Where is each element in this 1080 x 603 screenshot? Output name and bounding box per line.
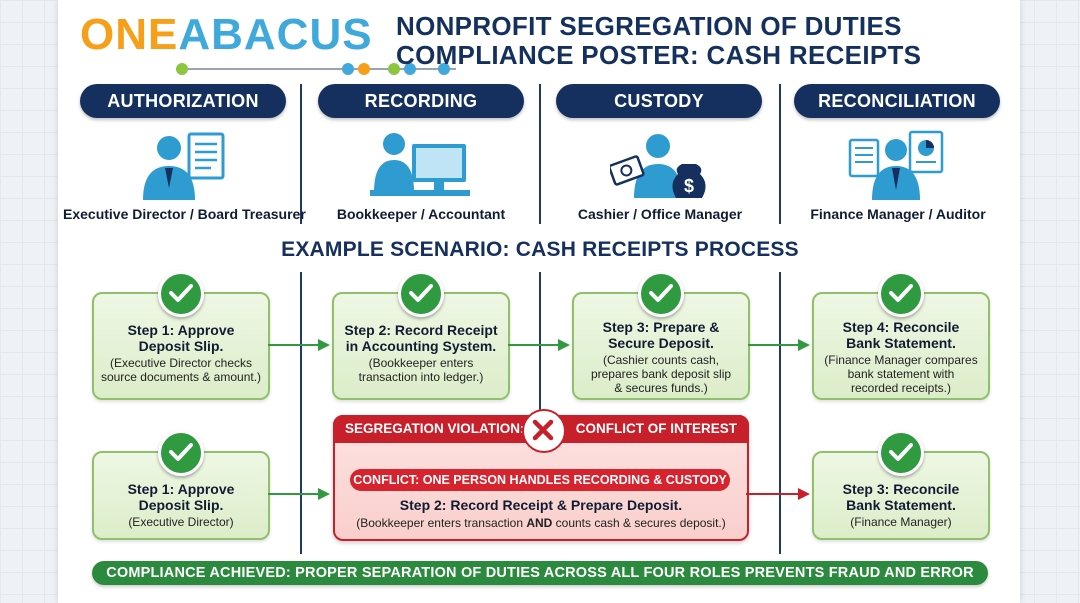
role-person-reconciliation: Finance Manager / Auditor bbox=[810, 206, 986, 222]
violation-step-description: (Bookkeeper enters transaction AND count… bbox=[335, 516, 747, 530]
person-money-icon: $ bbox=[610, 134, 706, 198]
column-divider bbox=[779, 84, 781, 224]
step-title: Step 4: Reconcile Bank Statement. bbox=[842, 319, 960, 351]
step-title: Step 3: Prepare & Secure Deposit. bbox=[602, 319, 720, 351]
step-card-reconcile: Step 4: Reconcile Bank Statement. (Finan… bbox=[812, 292, 990, 400]
role-person-authorization: Executive Director / Board Treasurer bbox=[63, 206, 306, 222]
svg-text:$: $ bbox=[684, 176, 694, 196]
logo-wordmark: ONEABACUS bbox=[80, 10, 373, 60]
role-person-custody: Cashier / Office Manager bbox=[577, 206, 743, 222]
step-title: Step 2: Record Receipt in Accounting Sys… bbox=[344, 322, 498, 354]
violation-box: SEGREGATION VIOLATION: CONFLICT OF INTER… bbox=[333, 409, 749, 541]
person-report-icon bbox=[848, 130, 944, 200]
flow-arrow-right bbox=[508, 339, 570, 351]
check-icon bbox=[878, 271, 924, 317]
desc-emphasis: AND bbox=[526, 516, 553, 530]
flow-arrow-right bbox=[268, 488, 330, 500]
step-description: (Cashier counts cash, prepares bank depo… bbox=[590, 353, 732, 395]
person-computer-icon bbox=[370, 133, 470, 196]
step-title: Step 3: Reconcile Bank Statement. bbox=[842, 481, 960, 513]
flow-arrow-right-red bbox=[746, 488, 810, 500]
step-description: (Bookkeeper enters transaction into ledg… bbox=[358, 356, 484, 384]
column-divider bbox=[539, 84, 541, 224]
check-icon bbox=[158, 430, 204, 476]
check-icon bbox=[158, 271, 204, 317]
poster-title: NONPROFIT SEGREGATION OF DUTIES COMPLIAN… bbox=[396, 12, 1016, 70]
close-x-icon bbox=[522, 409, 566, 453]
flow-arrow-right bbox=[268, 339, 330, 351]
column-divider bbox=[539, 272, 541, 412]
scenario-title: EXAMPLE SCENARIO: CASH RECEIPTS PROCESS bbox=[281, 238, 799, 261]
role-person-recording: Bookkeeper / Accountant bbox=[336, 206, 506, 222]
check-icon bbox=[878, 430, 924, 476]
conflict-pill: CONFLICT: ONE PERSON HANDLES RECORDING &… bbox=[350, 469, 730, 491]
person-document-icon bbox=[143, 132, 225, 200]
desc-part: (Bookkeeper enters transaction bbox=[356, 516, 527, 530]
abacus-beads-icon bbox=[176, 63, 456, 75]
column-divider bbox=[779, 272, 781, 554]
step-title: Step 1: Approve Deposit Slip. bbox=[127, 322, 235, 354]
title-line-2: COMPLIANCE POSTER: CASH RECEIPTS bbox=[396, 40, 922, 70]
step-description: (Executive Director checks source docume… bbox=[100, 356, 262, 384]
oneabacus-logo: ONEABACUS bbox=[80, 10, 456, 75]
role-pill-custody: CUSTODY bbox=[556, 84, 762, 118]
role-pill-authorization: AUTHORIZATION bbox=[80, 84, 286, 118]
step-description: (Finance Manager) bbox=[850, 515, 952, 529]
logo-part-abacus: ABACUS bbox=[178, 10, 373, 59]
step-description: (Executive Director) bbox=[128, 515, 234, 529]
role-pill-recording: RECORDING bbox=[318, 84, 524, 118]
column-divider bbox=[300, 272, 302, 554]
logo-part-one: ONE bbox=[80, 10, 179, 59]
title-line-1: NONPROFIT SEGREGATION OF DUTIES bbox=[396, 11, 902, 41]
step-card-custody: Step 3: Prepare & Secure Deposit. (Cashi… bbox=[572, 292, 750, 400]
violation-label: SEGREGATION VIOLATION: bbox=[345, 421, 525, 436]
step-description: (Finance Manager compares bank statement… bbox=[824, 353, 978, 395]
role-pill-reconciliation: RECONCILIATION bbox=[794, 84, 1000, 118]
compliance-banner: COMPLIANCE ACHIEVED: PROPER SEPARATION O… bbox=[92, 561, 988, 585]
step-title: Step 1: Approve Deposit Slip. bbox=[127, 481, 235, 513]
flow-arrow-right bbox=[748, 339, 810, 351]
check-icon bbox=[638, 271, 684, 317]
column-divider bbox=[300, 84, 302, 224]
violation-step-title: Step 2: Record Receipt & Prepare Deposit… bbox=[399, 497, 683, 513]
check-icon bbox=[398, 271, 444, 317]
violation-step: Step 2: Record Receipt & Prepare Deposit… bbox=[335, 497, 747, 530]
conflict-of-interest-label: CONFLICT OF INTEREST bbox=[575, 421, 737, 436]
desc-part: counts cash & secures deposit.) bbox=[552, 516, 726, 530]
